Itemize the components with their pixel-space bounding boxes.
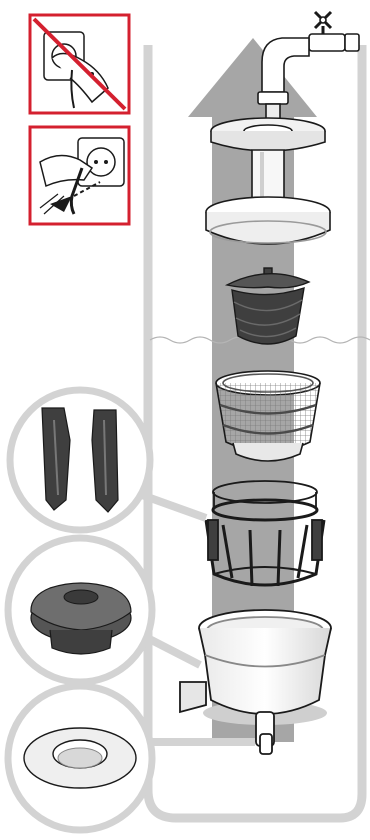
bowl-icon: [180, 610, 331, 754]
rubber-plug-icon: [8, 538, 200, 682]
auger-icon: [227, 268, 309, 344]
unplug-icon: [30, 127, 129, 224]
wiper-blades-icon: [10, 390, 206, 530]
prohibited-plug-icon: [30, 15, 129, 113]
